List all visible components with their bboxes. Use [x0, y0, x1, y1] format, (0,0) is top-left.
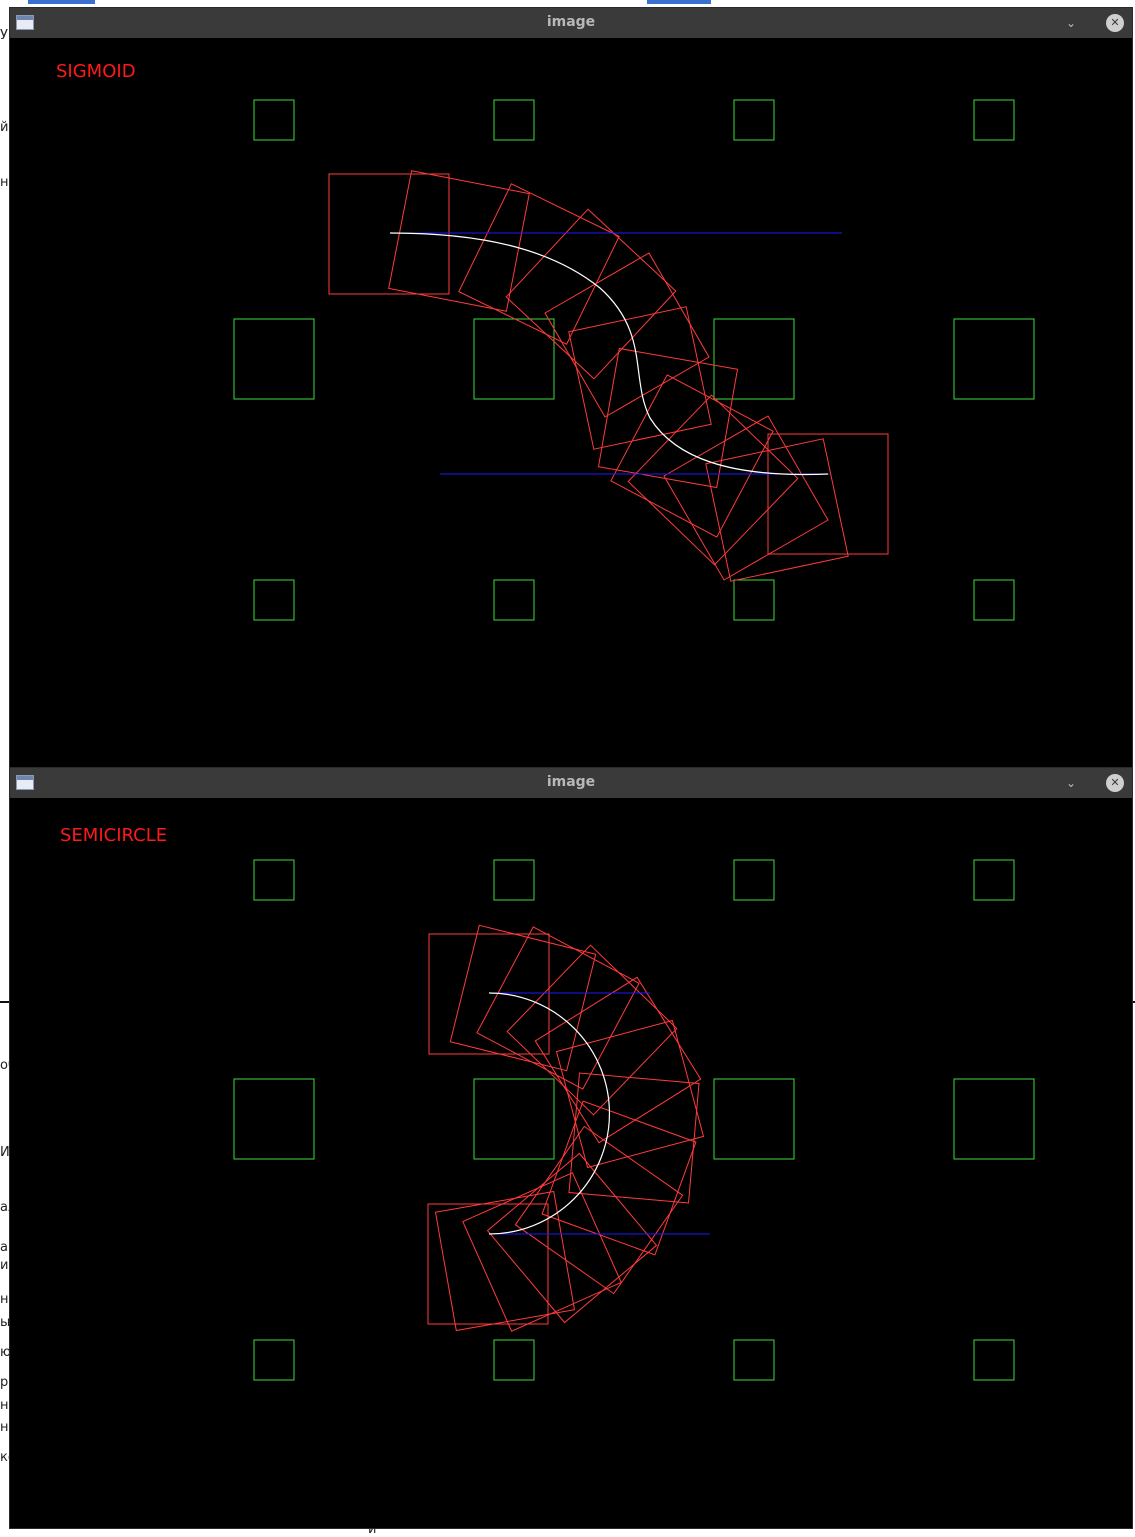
path-square: [597, 347, 739, 489]
window-app-icon: [16, 775, 34, 790]
path-square: [505, 208, 677, 380]
path-square: [568, 1072, 700, 1204]
canvas-drawing: [233, 99, 1035, 621]
window-titlebar[interactable]: image ⌄ ✕: [10, 8, 1132, 39]
path-square: [428, 933, 550, 1055]
path-square: [434, 1190, 576, 1332]
reference-square: [973, 579, 1015, 621]
mode-label: SIGMOID: [56, 61, 136, 82]
reference-square: [973, 1339, 1015, 1381]
path-square: [458, 183, 620, 345]
reference-square: [493, 859, 535, 901]
mode-label: SEMICIRCLE: [60, 825, 168, 846]
path-square: [449, 924, 597, 1072]
window-title: image: [546, 14, 596, 30]
reference-square: [493, 1339, 535, 1381]
reference-square: [733, 859, 775, 901]
reference-square: [713, 1078, 795, 1160]
window-app-icon: [16, 15, 34, 30]
path-square: [663, 415, 829, 581]
canvas-drawing: [233, 859, 1035, 1381]
path-square: [627, 394, 799, 566]
path-square: [705, 438, 849, 582]
window-title: image: [546, 774, 596, 790]
reference-square: [253, 859, 295, 901]
trajectory-curve: [389, 232, 829, 476]
path-square: [486, 1152, 658, 1324]
path-square: [427, 1203, 549, 1325]
reference-square: [493, 579, 535, 621]
close-icon[interactable]: ✕: [1106, 14, 1124, 32]
reference-square: [233, 1078, 315, 1160]
path-square: [388, 170, 530, 312]
reference-square: [233, 318, 315, 400]
background-text-fragment: ю: [0, 1345, 11, 1360]
reference-square: [733, 1339, 775, 1381]
reference-square: [953, 318, 1035, 400]
window-titlebar[interactable]: image ⌄ ✕: [10, 768, 1132, 799]
background-text-fragment: н: [0, 175, 9, 190]
reference-square: [953, 1078, 1035, 1160]
reference-square: [253, 99, 295, 141]
close-icon[interactable]: ✕: [1106, 774, 1124, 792]
path-square: [328, 173, 450, 295]
image-window-semicircle[interactable]: image ⌄ ✕ SEMICIRCLE: [10, 768, 1132, 1528]
reference-square: [713, 318, 795, 400]
reference-square: [473, 318, 555, 400]
reference-square: [253, 579, 295, 621]
reference-square: [973, 859, 1015, 901]
path-square: [610, 374, 774, 538]
reference-square: [733, 579, 775, 621]
path-square: [514, 1125, 684, 1295]
reference-square: [973, 99, 1015, 141]
background-text-fragment: й: [368, 1522, 377, 1537]
background-text-fragment: И: [0, 1145, 10, 1160]
path-square: [767, 433, 889, 555]
reference-square: [733, 99, 775, 141]
reference-square: [493, 99, 535, 141]
image-canvas: SIGMOID: [10, 38, 1132, 767]
path-square: [534, 976, 702, 1144]
path-square: [462, 1172, 622, 1332]
reference-square: [253, 1339, 295, 1381]
chevron-down-icon[interactable]: ⌄: [1065, 776, 1077, 790]
image-window-sigmoid[interactable]: image ⌄ ✕ SIGMOID: [10, 8, 1132, 767]
chevron-down-icon[interactable]: ⌄: [1065, 16, 1077, 30]
path-square: [476, 926, 640, 1090]
background-tab-indicator: [28, 0, 95, 4]
image-canvas: SEMICIRCLE: [10, 798, 1132, 1528]
trajectory-curve: [488, 992, 611, 1235]
background-text-fragment: ы: [0, 1315, 11, 1330]
background-text-fragment: й: [0, 120, 9, 135]
background-tab-indicator: [647, 0, 711, 4]
path-square: [555, 1019, 705, 1169]
path-square: [568, 306, 712, 450]
path-square: [541, 1100, 697, 1256]
reference-square: [473, 1078, 555, 1160]
